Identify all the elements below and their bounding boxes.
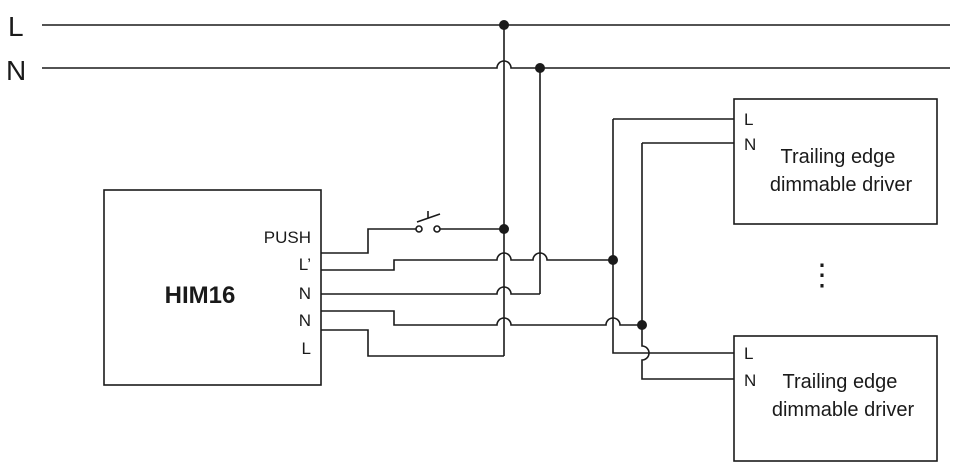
terminal-push: PUSH	[264, 228, 311, 247]
driver-neutral-wire	[321, 310, 642, 326]
neutral-rail	[42, 60, 950, 69]
push-wire	[321, 228, 416, 254]
driver1-label-line1: Trailing edge	[781, 146, 896, 168]
driver1-label-line2: dimmable driver	[770, 174, 913, 196]
module-neutral-wire	[321, 286, 540, 295]
terminal-n-2: N	[299, 311, 311, 330]
switch-contact-right	[433, 225, 441, 233]
terminal-n-1: N	[299, 284, 311, 303]
terminal-l: L	[302, 339, 311, 358]
junction-dot	[608, 255, 618, 265]
driver-box-1	[733, 98, 938, 225]
driver2-terminal-l: L	[744, 344, 753, 363]
module-title: HIM16	[165, 282, 236, 309]
driver2-label-line1: Trailing edge	[783, 371, 898, 393]
push-switch-icon	[416, 211, 441, 223]
driver2-terminal-n: N	[744, 371, 756, 390]
neutral-bus	[641, 143, 734, 380]
junction-dot	[499, 20, 509, 30]
rail-label-neutral: N	[6, 55, 26, 86]
driver-box-2	[733, 335, 938, 462]
switched-live-bus	[612, 119, 734, 354]
him16-module	[103, 189, 322, 386]
junction-dot	[637, 320, 647, 330]
rail-label-line: L	[8, 11, 24, 42]
more-drivers-ellipsis: ⋮	[807, 259, 837, 292]
terminal-l-prime: L’	[299, 255, 311, 274]
junction-dot	[499, 224, 509, 234]
switched-live-wire	[321, 252, 613, 271]
driver1-terminal-l: L	[744, 110, 753, 129]
module-live-wire	[321, 329, 504, 357]
switch-contact-left	[415, 225, 423, 233]
junction-dot	[535, 63, 545, 73]
driver1-terminal-n: N	[744, 135, 756, 154]
driver2-label-line2: dimmable driver	[772, 399, 915, 421]
